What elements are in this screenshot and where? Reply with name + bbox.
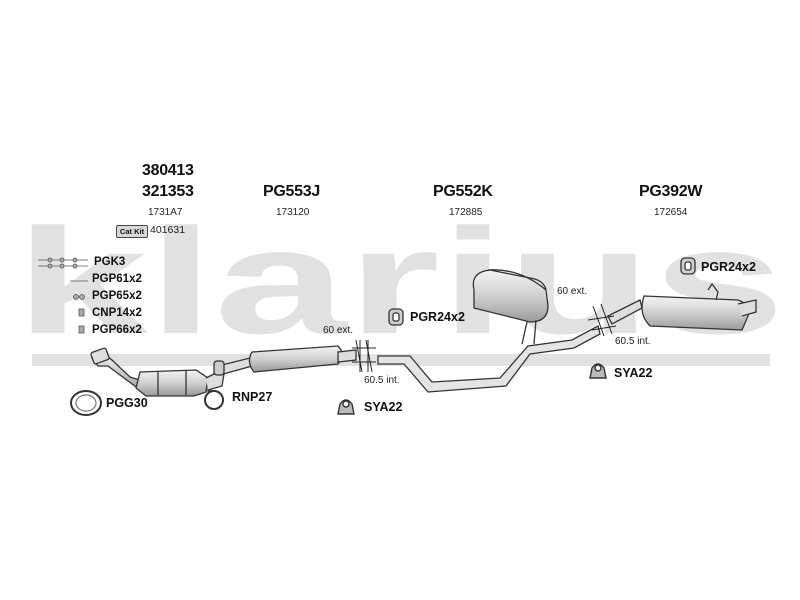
mount-sya22-left-icon xyxy=(337,399,355,415)
kit-label-pgk3: PGK3 xyxy=(94,256,126,268)
part-number-380413: 380413 xyxy=(142,162,194,179)
part-ref-173120: 173120 xyxy=(276,207,310,218)
catalytic-converter xyxy=(90,347,225,397)
kit-label-cnp14: CNP14x2 xyxy=(92,307,142,319)
part-ref-1731a7: 1731A7 xyxy=(148,207,183,218)
rear-silencer-pg392w xyxy=(607,282,757,331)
part-ref-172885: 172885 xyxy=(449,207,483,218)
dimension-int-right: 60.5 int. xyxy=(615,336,651,347)
hanger-pgr24-mid-icon xyxy=(388,308,404,326)
part-number-pg552k: PG552K xyxy=(433,183,493,200)
part-number-321353: 321353 xyxy=(142,183,194,200)
mid-silencer-pg552k xyxy=(377,269,601,393)
pgp66-icon xyxy=(78,325,85,334)
label-pgg30: PGG30 xyxy=(106,396,148,410)
label-sya22-right: SYA22 xyxy=(614,366,653,380)
part-number-pg392w: PG392W xyxy=(639,183,703,200)
label-rnp27: RNP27 xyxy=(232,390,273,404)
kit-label-pgp65: PGP65x2 xyxy=(92,290,142,302)
dimension-ext-right: 60 ext. xyxy=(557,286,588,297)
kit-label-pgp61: PGP61x2 xyxy=(92,273,142,285)
label-pgr24-right: PGR24x2 xyxy=(701,260,756,274)
label-pgr24-mid: PGR24x2 xyxy=(410,310,465,324)
cnp14-icon xyxy=(78,308,85,317)
pgk3-icon xyxy=(38,257,88,269)
part-number-pg553j: PG553J xyxy=(263,183,320,200)
part-ref-172654: 172654 xyxy=(654,207,688,218)
cat-kit-badge: Cat Kit xyxy=(116,225,148,238)
dimension-int-left: 60.5 int. xyxy=(364,375,400,386)
hanger-pgr24-right-icon xyxy=(680,257,696,275)
dimension-ext-left: 60 ext. xyxy=(323,325,354,336)
label-sya22-left: SYA22 xyxy=(364,400,403,414)
mount-sya22-right-icon xyxy=(589,363,607,379)
kit-label-pgp66: PGP66x2 xyxy=(92,324,142,336)
pgp65-icon xyxy=(73,294,85,300)
cat-kit-number: 401631 xyxy=(150,224,186,236)
fitting-kit-icons xyxy=(38,257,88,334)
dimension-markers xyxy=(352,303,617,373)
front-silencer-pg553j xyxy=(213,345,357,376)
gasket-pgg30-icon xyxy=(70,390,102,416)
